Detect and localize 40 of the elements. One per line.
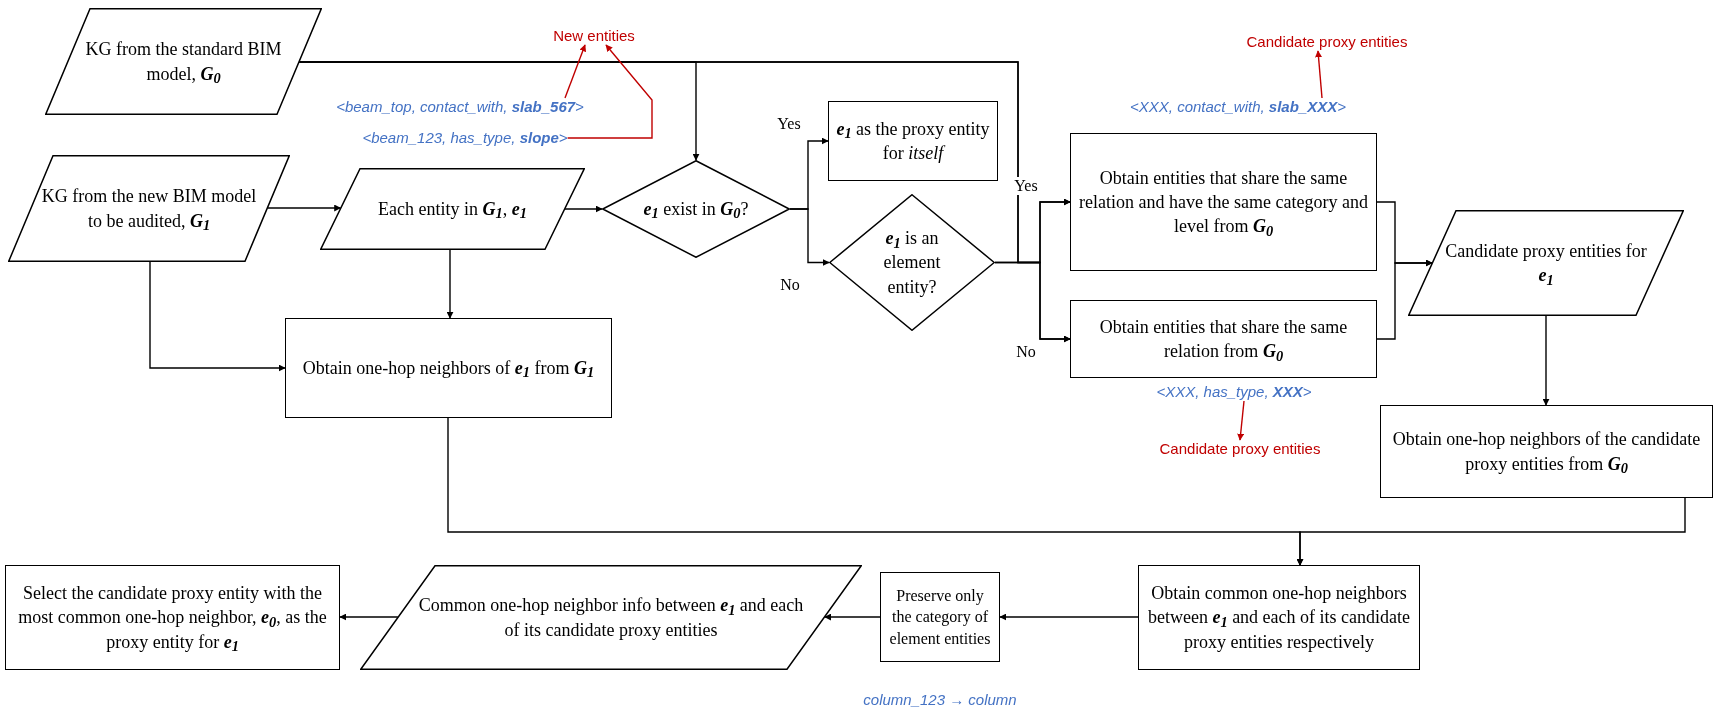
leader-arrow [1237, 400, 1245, 441]
data-parallelogram: KG from the new BIM model to be audited, G$_{1}$ [8, 155, 290, 262]
flow-arrow [1296, 497, 1686, 566]
triple-text: <XXX, contact_with, slab_XXX> [1130, 98, 1346, 116]
annotation-text: New entities [553, 27, 635, 45]
flow-arrow [564, 205, 603, 213]
data-parallelogram: Candidate proxy entities for e$_{1}$ [1408, 210, 1684, 316]
flow-arrow [999, 613, 1139, 621]
flow-arrow [994, 261, 1071, 343]
leader-arrow [1315, 50, 1323, 99]
process-box: Obtain one-hop neighbors of the candidate proxy entities from G$_{0}$ [1380, 405, 1713, 498]
leader-arrow [564, 44, 587, 99]
process-box: Obtain entities that share the same relation and have the same category and level from G$_{0}$ [1070, 133, 1377, 271]
triple-text: <XXX, has_type, XXX> [1156, 383, 1312, 401]
process-box: e$_{1}$ as the proxy entity for itself [828, 101, 998, 181]
annotation-text: column_123 → column [863, 689, 1017, 710]
flow-arrow [149, 261, 286, 372]
process-box: Obtain entities that share the same relation from G$_{0}$ [1070, 300, 1377, 378]
decision-diamond: e$_{1}$ exist in G$_{0}$? [602, 160, 790, 258]
flow-arrow [824, 613, 881, 621]
flow-arrow [446, 249, 454, 319]
decision-diamond: e$_{1}$ is an element entity? [829, 194, 995, 331]
data-parallelogram: KG from the standard BIM model, G$_{0}$ [45, 8, 322, 115]
data-parallelogram: Common one-hop neighbor info between e$_{1}$ and each of its candidate proxy entities [360, 565, 862, 670]
flow-arrow [1376, 259, 1433, 340]
annotation-text: Candidate proxy entities [1159, 440, 1321, 458]
process-box: Obtain one-hop neighbors of e$_{1}$ from G$_{1}$ [285, 318, 612, 418]
process-box: Select the candidate proxy entity with the most common one-hop neighbor, e$_{0}$, as the proxy entity for e$_{1}$ [5, 565, 340, 670]
flow-arrow [1542, 315, 1550, 406]
data-parallelogram: Each entity in G$_{1}$, e$_{1}$ [320, 168, 585, 250]
flow-arrow [789, 208, 830, 266]
process-box: Obtain common one-hop neighbors between e$_{1}$ and each of its candidate proxy entities respectively [1138, 565, 1420, 670]
flow-arrow [267, 204, 342, 212]
process-box: Preserve only the category of element entities [880, 572, 1000, 662]
leader-arrow [566, 44, 653, 139]
edge-label: Yes [1013, 177, 1039, 195]
triple-text: <beam_top, contact_with, slab_567> [336, 98, 584, 116]
flow-arrow [339, 613, 399, 621]
triple-text: <beam_123, has_type, slope> [362, 129, 568, 147]
annotation-text: Candidate proxy entities [1246, 33, 1408, 51]
